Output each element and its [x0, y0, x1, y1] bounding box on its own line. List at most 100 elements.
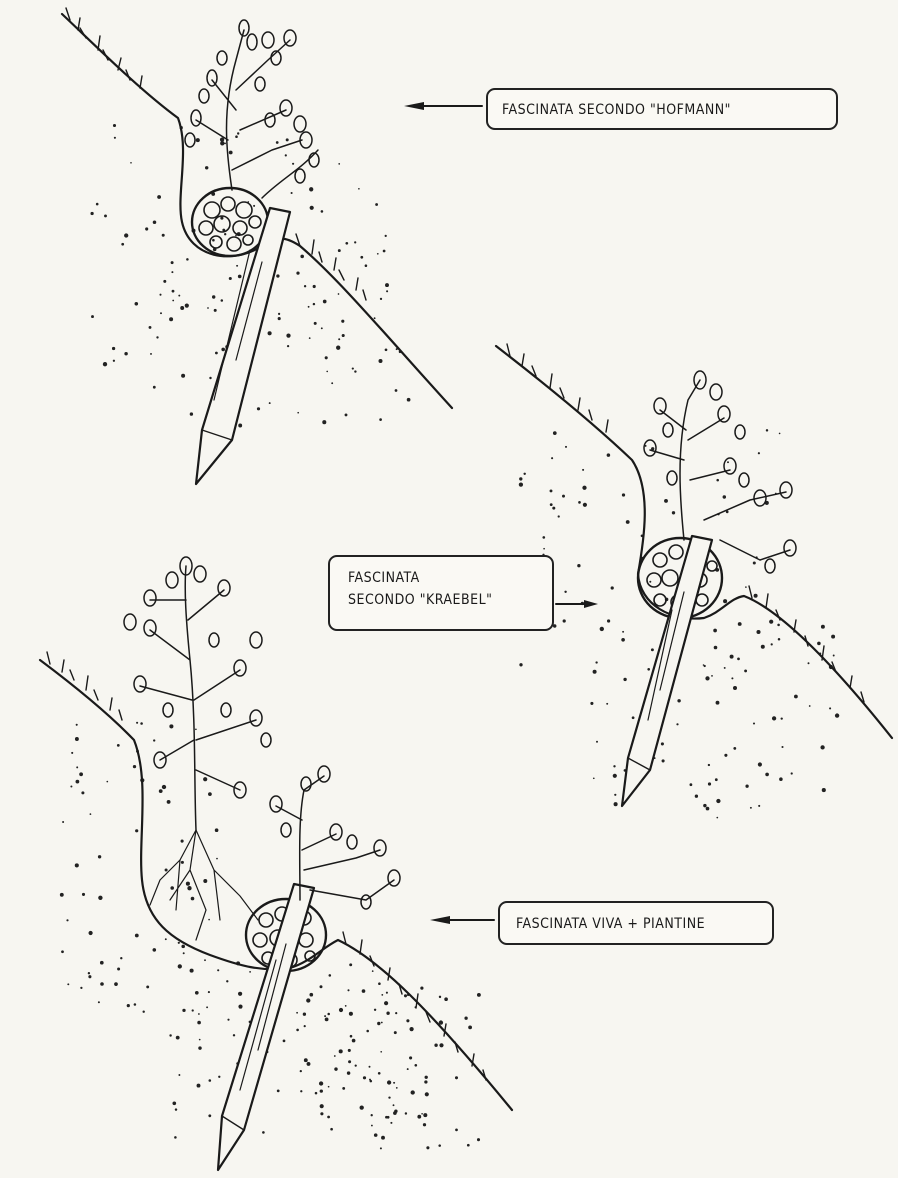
soil-speck: [758, 762, 762, 766]
soil-speck: [334, 1055, 336, 1057]
soil-speck: [708, 764, 710, 766]
soil-speck: [329, 974, 332, 977]
soil-speck: [703, 804, 706, 807]
soil-speck: [304, 285, 306, 287]
soil-speck: [765, 773, 769, 777]
soil-speck: [716, 701, 720, 705]
soil-speck: [90, 813, 92, 815]
soil-speck: [384, 1001, 388, 1005]
soil-speck: [224, 143, 226, 145]
soil-speck: [106, 781, 108, 783]
soil-speck: [424, 1080, 427, 1083]
soil-speck: [334, 1067, 337, 1070]
soil-speck: [162, 785, 166, 789]
soil-speck: [404, 994, 407, 997]
soil-speck: [381, 1136, 385, 1140]
soil-speck: [794, 695, 798, 699]
soil-speck: [327, 1013, 330, 1016]
soil-speck: [191, 897, 195, 901]
soil-speck: [662, 759, 665, 762]
soil-speck: [227, 1019, 229, 1021]
soil-speck: [822, 788, 826, 792]
soil-speck: [61, 950, 64, 953]
soil-speck: [676, 723, 678, 725]
soil-speck: [178, 942, 180, 944]
soil-speck: [582, 486, 586, 490]
soil-speck: [352, 1039, 356, 1043]
soil-speck: [370, 1080, 373, 1083]
soil-speck: [613, 774, 617, 778]
soil-speck: [477, 1138, 480, 1141]
soil-speck: [426, 1146, 429, 1149]
soil-speck: [308, 306, 310, 308]
kraebel-leader-tip: [584, 600, 598, 608]
soil-speck: [835, 713, 839, 717]
soil-speck: [362, 989, 366, 993]
soil-speck: [114, 982, 118, 986]
soil-speck: [320, 1104, 324, 1108]
soil-speck: [425, 1092, 429, 1096]
kraebel-stake: [622, 536, 712, 806]
soil-speck: [677, 699, 680, 702]
soil-speck: [249, 971, 251, 973]
soil-speck: [314, 322, 317, 325]
soil-speck: [165, 868, 168, 871]
soil-speck: [216, 858, 218, 860]
soil-speck: [320, 1112, 323, 1115]
soil-speck: [157, 195, 161, 199]
soil-speck: [215, 828, 219, 832]
soil-speck: [614, 802, 618, 806]
soil-speck: [754, 594, 758, 598]
soil-speck: [439, 1043, 443, 1047]
label-text: FASCINATA SECONDO "HOFMANN": [502, 99, 822, 121]
soil-speck: [285, 154, 287, 156]
soil-speck: [744, 669, 747, 672]
soil-speck: [70, 785, 72, 787]
soil-speck: [287, 345, 289, 347]
soil-speck: [310, 206, 314, 210]
soil-speck: [178, 1074, 180, 1076]
soil-speck: [339, 1049, 343, 1053]
soil-speck: [175, 1108, 177, 1110]
soil-speck: [145, 227, 148, 230]
soil-speck: [326, 371, 328, 373]
soil-speck: [809, 705, 811, 707]
soil-speck: [103, 362, 107, 366]
soil-speck: [181, 840, 184, 843]
soil-speck: [380, 298, 382, 300]
soil-speck: [831, 635, 835, 639]
soil-speck: [347, 989, 349, 991]
soil-speck: [167, 800, 171, 804]
soil-speck: [186, 882, 190, 886]
soil-speck: [711, 675, 713, 677]
soil-speck: [378, 1072, 381, 1075]
soil-speck: [153, 221, 157, 225]
soil-speck: [649, 581, 651, 583]
soil-speck: [724, 667, 726, 669]
soil-speck: [695, 795, 698, 798]
soil-speck: [322, 420, 326, 424]
soil-speck: [348, 1049, 351, 1052]
soil-speck: [745, 785, 748, 788]
soil-speck: [134, 1003, 137, 1006]
soil-speck: [238, 1005, 242, 1009]
soil-speck: [651, 648, 654, 651]
soil-speck: [169, 317, 173, 321]
soil-speck: [543, 548, 545, 550]
soil-speck: [385, 1116, 388, 1119]
soil-speck: [121, 243, 124, 246]
soil-speck: [550, 489, 553, 492]
soil-speck: [226, 980, 228, 982]
soil-speck: [253, 205, 255, 207]
soil-speck: [341, 320, 344, 323]
soil-speck: [738, 622, 742, 626]
soil-speck: [181, 945, 185, 949]
soil-speck: [296, 271, 299, 274]
soil-speck: [706, 807, 710, 811]
soil-speck: [172, 1101, 176, 1105]
soil-speck: [238, 275, 242, 279]
soil-speck: [409, 1027, 413, 1031]
soil-speck: [395, 389, 398, 392]
soil-speck: [190, 969, 194, 973]
soil-speck: [772, 716, 776, 720]
